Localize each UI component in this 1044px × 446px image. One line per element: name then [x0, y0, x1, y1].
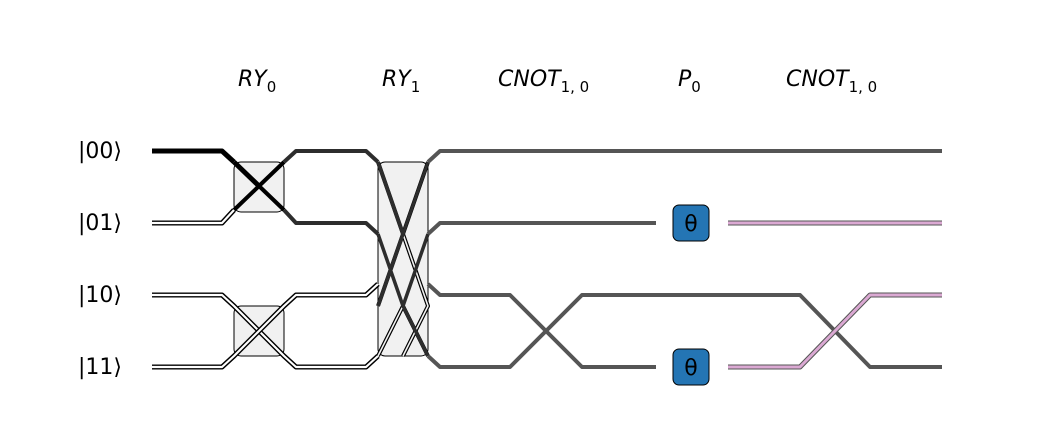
- ry0-cross-b: [232, 160, 286, 212]
- wire-01-mid: [282, 208, 380, 236]
- ry1-amp-c: [401, 305, 430, 357]
- wire-01-input-outer: [152, 208, 236, 226]
- gate-label-p0: P0: [678, 67, 701, 96]
- gate-label-cnot-2: CNOT1, 0: [786, 67, 877, 96]
- gate-label-ry0: RY0: [238, 67, 276, 96]
- wire-10-input-inner: [152, 293, 379, 369]
- theta-label-01: θ: [684, 212, 697, 237]
- gate-label-cnot-1: CNOT1, 0: [498, 67, 589, 96]
- wire-00-mid: [282, 149, 380, 164]
- wire-01-output: [426, 221, 656, 236]
- phase-box-11: [672, 348, 710, 386]
- wire-11-output: [426, 293, 942, 369]
- wire-group-black: [152, 148, 286, 212]
- state-label-01: |01⟩: [78, 211, 122, 236]
- wire-01-input-inner: [152, 209, 235, 225]
- ry0-cross-a: [232, 160, 261, 188]
- gate-label-ry1: RY1: [382, 67, 420, 96]
- state-label-00: |00⟩: [78, 139, 122, 164]
- ry1-amp-d: [401, 161, 430, 235]
- phase-gate-01: θ: [672, 204, 710, 242]
- phase-box-01: [672, 204, 710, 242]
- wire-11-phase: [728, 293, 942, 369]
- state-label-11: |11⟩: [78, 355, 122, 380]
- wire-00-input: [152, 148, 236, 164]
- wire-10-output: [426, 282, 656, 369]
- phase-gate-11: θ: [672, 348, 710, 386]
- wire-11-input-inner: [152, 283, 379, 369]
- state-label-10: |10⟩: [78, 283, 122, 308]
- wire-group-dark: [282, 149, 430, 357]
- theta-label-11: θ: [684, 356, 697, 381]
- wire-group-pink: [728, 220, 942, 370]
- wire-group-gray: [426, 149, 942, 369]
- wire-00-output: [426, 149, 942, 164]
